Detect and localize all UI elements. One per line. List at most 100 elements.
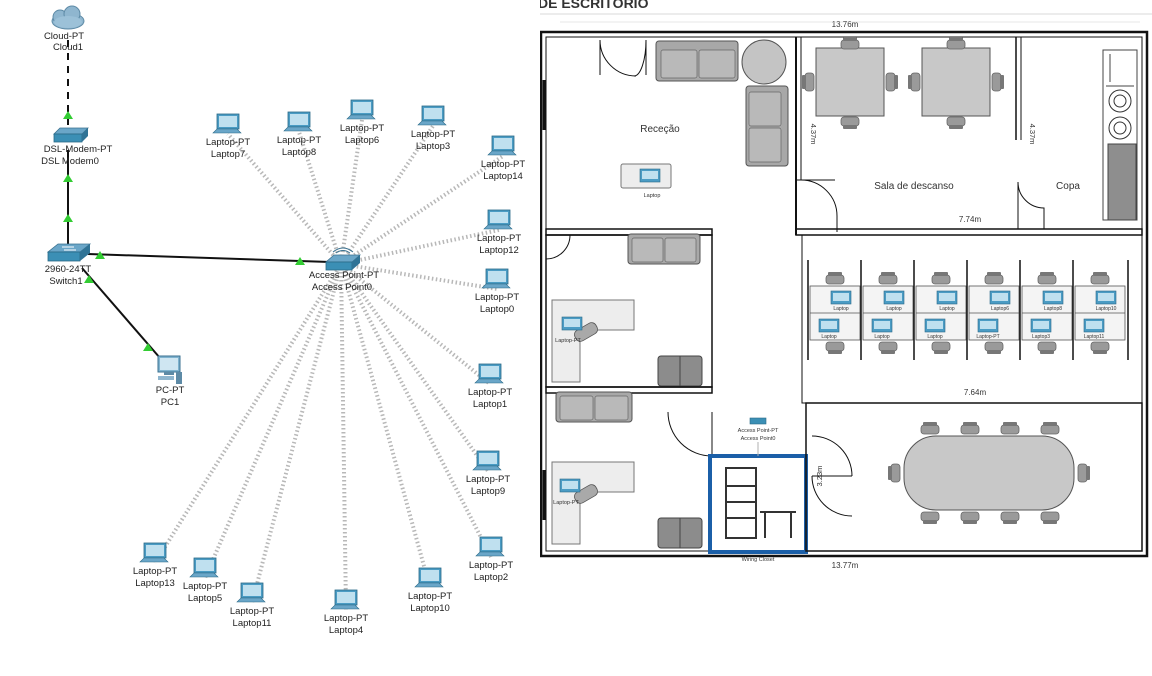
laptop-name: Laptop10 <box>410 603 450 614</box>
wireless-link <box>153 262 343 565</box>
svg-text:Laptop-PT: Laptop-PT <box>553 500 579 506</box>
meeting-chair <box>1000 511 1020 525</box>
laptop-icon <box>417 105 447 126</box>
dim-copa-height: 4.37m <box>1028 124 1037 145</box>
laptop-icon <box>330 589 360 610</box>
switch-device[interactable]: 2960-24TT Switch1 <box>45 243 92 287</box>
access-point-device[interactable]: Access Point-PT Access Point0 <box>309 247 379 293</box>
meeting-chair <box>920 421 940 435</box>
laptop-type: Laptop-PT <box>481 159 526 170</box>
dim-rest-width: 7.74m <box>959 215 982 224</box>
pc-device[interactable]: PC-PT PC1 <box>156 355 185 408</box>
wireless-link <box>339 263 432 589</box>
modem-device[interactable]: DSL-Modem-PT DSL Modem0 <box>41 127 113 167</box>
meeting-chair <box>1040 421 1060 435</box>
svg-text:Laptop: Laptop <box>833 306 849 312</box>
laptop-name: Laptop13 <box>135 578 175 589</box>
switch-name: Switch1 <box>49 276 82 287</box>
meeting-door[interactable] <box>811 435 853 517</box>
laptop-icon <box>346 99 376 120</box>
laptop-name: Laptop14 <box>483 171 523 182</box>
laptop-name: Laptop4 <box>329 625 363 636</box>
room-label-copa: Copa <box>1056 181 1080 192</box>
wireless-link <box>339 263 493 558</box>
copa-door[interactable] <box>1017 181 1045 229</box>
logical-topology: Cloud-PT Cloud1 DSL-Modem-PT DSL Modem0 … <box>41 5 526 636</box>
laptop-name: Laptop12 <box>479 245 519 256</box>
laptop-name: Laptop7 <box>211 149 245 160</box>
office-door[interactable] <box>667 411 713 457</box>
access-point-icon <box>324 247 362 271</box>
wiring-closet[interactable]: Wiring Closet <box>708 454 808 563</box>
svg-text:Laptop8: Laptop8 <box>1044 306 1062 312</box>
laptop-name: Laptop2 <box>474 572 508 583</box>
wireless-link <box>297 131 343 265</box>
laptop-icon <box>472 450 502 471</box>
plan-ap-type: Access Point-PT <box>738 428 779 434</box>
room-label-rest: Sala de descanso <box>874 181 954 192</box>
meeting-room-wall <box>805 402 1143 552</box>
plan-ap-name: Access Point0 <box>741 436 776 442</box>
plan-access-point[interactable]: Access Point-PT Access Point0 <box>738 417 779 456</box>
laptop-icon <box>139 542 169 563</box>
cloud-device[interactable]: Cloud-PT Cloud1 <box>44 5 85 53</box>
cloud-name: Cloud1 <box>53 42 83 53</box>
wireless-link <box>339 263 348 611</box>
link-indicator <box>63 174 73 182</box>
wireless-link <box>250 263 343 604</box>
svg-text:Laptop-PT: Laptop-PT <box>555 338 581 344</box>
reception-door[interactable] <box>599 39 637 77</box>
rest-table-right <box>907 36 1005 130</box>
svg-text:Laptop10: Laptop10 <box>1096 306 1117 312</box>
link-indicator <box>63 214 73 222</box>
wireless-links <box>153 119 505 611</box>
switch-type: 2960-24TT <box>45 264 92 275</box>
laptop-icon <box>475 536 505 557</box>
svg-text:Laptop: Laptop <box>939 306 955 312</box>
meeting-chair <box>960 421 980 435</box>
svg-text:Laptop-PT: Laptop-PT <box>976 334 999 340</box>
reception-door[interactable] <box>633 39 647 77</box>
laptop-icon <box>483 209 513 230</box>
laptop-name: Laptop1 <box>473 399 507 410</box>
svg-text:Laptop: Laptop <box>886 306 902 312</box>
laptop-type: Laptop-PT <box>277 135 322 146</box>
wireless-link <box>339 154 505 266</box>
access-point-name: Access Point0 <box>312 282 372 293</box>
laptop-type: Laptop-PT <box>340 123 385 134</box>
svg-text:Laptop6: Laptop6 <box>991 306 1009 312</box>
meeting-chair <box>1000 421 1020 435</box>
office-door[interactable] <box>545 234 571 260</box>
svg-text:Laptop: Laptop <box>874 334 890 340</box>
wireless-link <box>339 119 364 265</box>
room-label-reception: Receção <box>640 124 680 135</box>
rest-room-door[interactable] <box>800 179 838 232</box>
svg-text:Laptop11: Laptop11 <box>1084 334 1105 340</box>
laptop-icon <box>212 113 242 134</box>
rest-table-left <box>801 36 899 130</box>
laptop-icon <box>236 582 266 603</box>
rest-room-bottom-wall <box>795 228 1143 236</box>
meeting-chair <box>960 511 980 525</box>
laptop-icon <box>189 557 219 578</box>
laptop-icon <box>474 363 504 384</box>
floor-plan: DE ESCRITÓRIO 13.76m Receção Laptop <box>540 0 1152 570</box>
laptop-name: Laptop0 <box>480 304 514 315</box>
